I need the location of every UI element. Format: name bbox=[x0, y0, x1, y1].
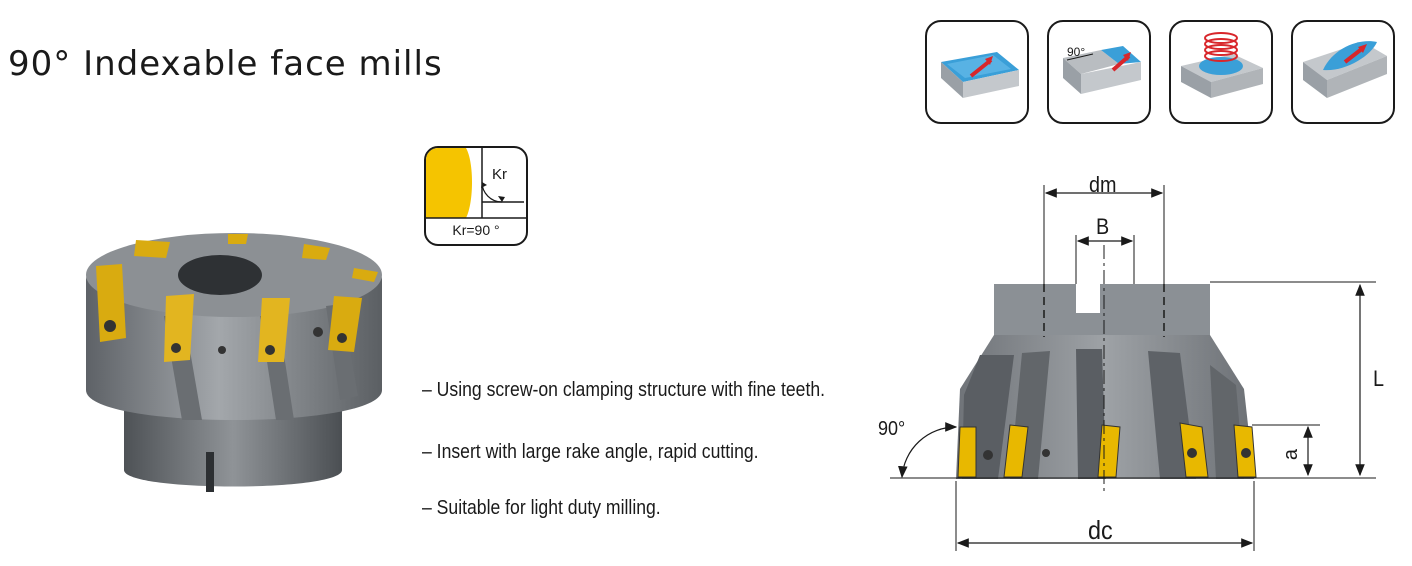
dimension-b-label: B bbox=[1096, 214, 1110, 239]
dimension-l-label: L bbox=[1373, 366, 1385, 391]
shoulder-milling-90-icon: 90° bbox=[1047, 20, 1151, 124]
pocket-milling-icon bbox=[1291, 20, 1395, 124]
insert-angle-diagram: Kr Kr=90 ° bbox=[424, 146, 528, 246]
helical-interpolation-icon bbox=[1169, 20, 1273, 124]
dimension-dm-label: dm bbox=[1089, 172, 1117, 197]
dimension-dc-label: dc bbox=[1088, 515, 1113, 545]
kr-caption: Kr=90 ° bbox=[452, 222, 500, 238]
entering-angle-label: 90° bbox=[878, 418, 906, 440]
dimension-a-label: a bbox=[1280, 448, 1303, 461]
feature-item: – Insert with large rake angle, rapid cu… bbox=[422, 441, 759, 463]
page-title: 90° Indexable face mills bbox=[8, 44, 443, 84]
face-mill-photo bbox=[72, 220, 402, 515]
angle-90-label: 90° bbox=[1067, 45, 1085, 59]
feature-item: – Using screw-on clamping structure with… bbox=[422, 379, 826, 401]
dimension-drawing bbox=[880, 165, 1400, 566]
application-icons: 90° bbox=[925, 20, 1412, 126]
face-milling-icon bbox=[925, 20, 1029, 124]
feature-item: – Suitable for light duty milling. bbox=[422, 497, 661, 519]
kr-symbol: Kr bbox=[492, 166, 507, 183]
